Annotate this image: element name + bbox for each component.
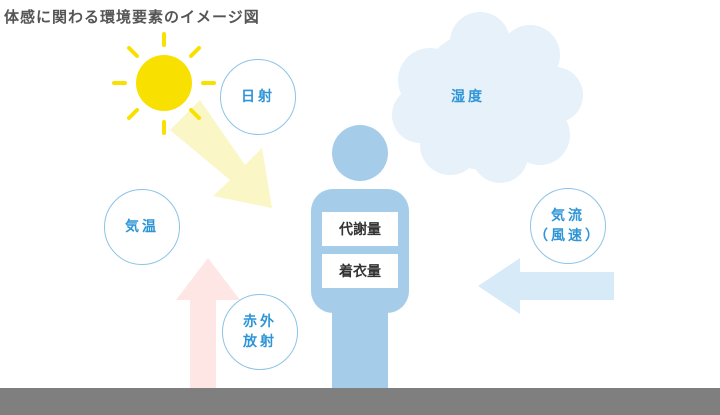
air-temperature-label-text: 気温 xyxy=(125,219,159,235)
air-temperature-label: 気温 xyxy=(104,189,180,265)
cloud-icon xyxy=(392,12,583,183)
radiation-label: 日射 xyxy=(220,59,296,135)
infrared-label: 赤外 放射 xyxy=(222,294,298,370)
infrared-arrow xyxy=(176,258,240,388)
diagram-title: 体感に関わる環境要素のイメージ図 xyxy=(4,8,260,26)
airflow-label: 気流 （風速） xyxy=(530,188,606,264)
airflow-label-line1: 気流 xyxy=(551,208,585,224)
clothing-box: 着衣量 xyxy=(322,254,398,288)
person-legs xyxy=(332,290,388,390)
sun-rays xyxy=(112,32,216,135)
airflow-label-line2: （風速） xyxy=(534,228,602,244)
metabolism-box: 代謝量 xyxy=(322,212,398,246)
solar-radiation-arrow xyxy=(170,100,272,208)
radiation-label-text: 日射 xyxy=(241,89,275,105)
infrared-label-line1: 赤外 xyxy=(243,314,277,330)
sun-icon xyxy=(136,55,192,111)
humidity-label: 湿度 xyxy=(430,59,506,135)
infrared-label-line2: 放射 xyxy=(243,334,277,350)
ground xyxy=(0,388,720,415)
wind-arrow xyxy=(478,258,614,314)
person-head xyxy=(332,125,388,181)
humidity-label-text: 湿度 xyxy=(451,89,485,105)
